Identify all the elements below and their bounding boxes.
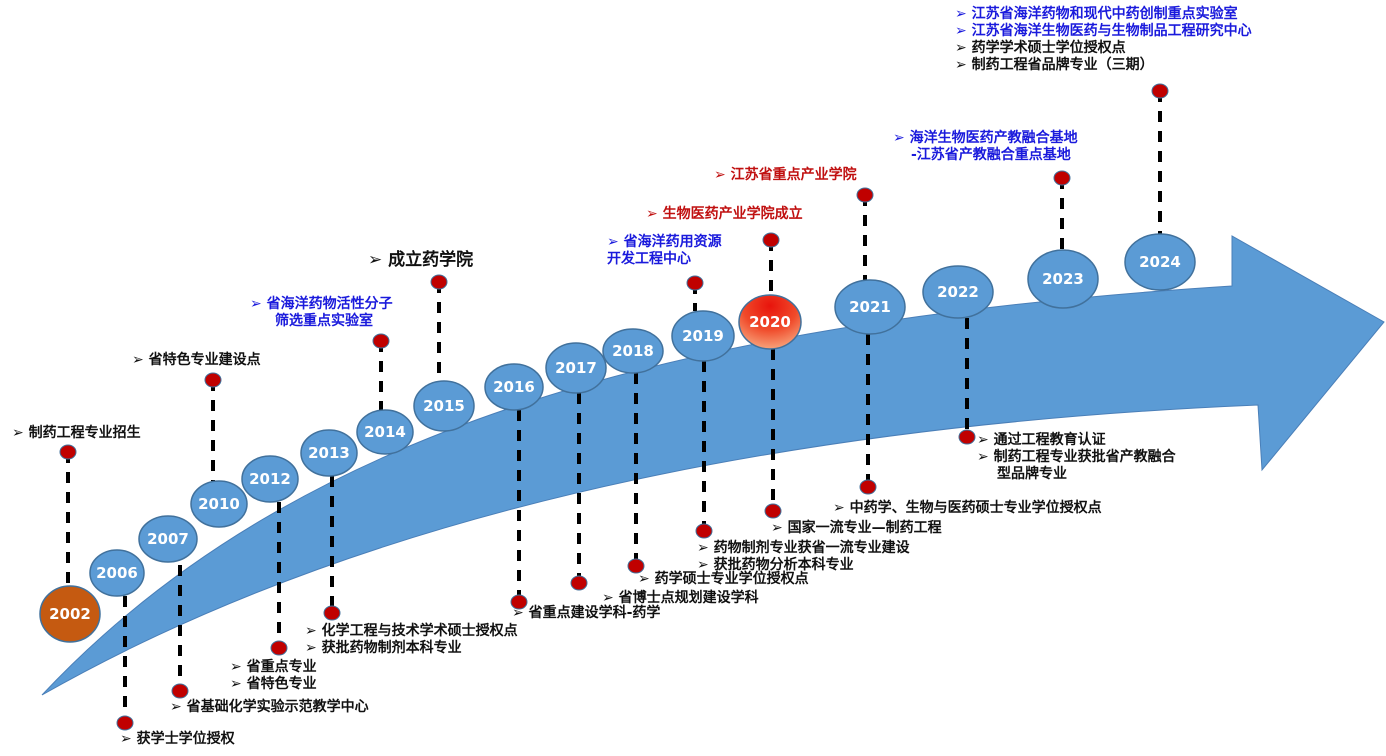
event-dot: [762, 232, 780, 248]
year-node-2021: 2021: [834, 279, 906, 335]
event-dot: [59, 444, 77, 460]
year-circle: [413, 380, 475, 432]
year-label: 2002: [49, 605, 91, 623]
year-circle: [241, 455, 299, 503]
event-dots: [59, 83, 1169, 731]
event-2016: ➢ 省重点建设学科-药学: [512, 605, 661, 621]
event-dot: [695, 523, 713, 539]
year-circle: [602, 328, 664, 374]
event-dot: [372, 333, 390, 349]
year-node-2023: 2023: [1027, 249, 1099, 309]
year-node-2024: 2024: [1124, 233, 1196, 291]
event-2013: ➢ 化学工程与技术学术硕士授权点 ➢ 获批药物制剂本科专业: [305, 623, 518, 656]
year-node-2010: 2010: [190, 480, 248, 528]
year-label: 2015: [423, 397, 465, 415]
year-label: 2022: [937, 283, 979, 301]
event-2015: ➢ 成立药学院: [368, 250, 474, 270]
year-circle: [834, 279, 906, 335]
year-circle: [300, 429, 358, 477]
event-2019-below: ➢ 药物制剂专业获省一流专业建设 ➢ 获批药物分析本科专业: [697, 540, 910, 573]
year-label: 2014: [364, 423, 406, 441]
year-node-2006: 2006: [89, 549, 145, 597]
year-node-2016: 2016: [484, 363, 544, 411]
year-label: 2016: [493, 378, 535, 396]
event-2022: ➢ 通过工程教育认证 ➢ 制药工程专业获批省产教融合 型品牌专业: [977, 432, 1176, 482]
year-circle: [1027, 249, 1099, 309]
event-2018: ➢ 药学硕士专业学位授权点: [638, 571, 809, 587]
year-node-2007: 2007: [138, 515, 198, 563]
year-node-2002: 2002: [39, 585, 101, 643]
year-circle: [190, 480, 248, 528]
year-label: 2010: [198, 495, 240, 513]
event-2021-above: ➢ 江苏省重点产业学院: [714, 167, 857, 183]
event-dot: [859, 479, 877, 495]
event-2020-below: ➢ 国家一流专业—制药工程: [771, 520, 942, 536]
year-circle: [738, 294, 802, 350]
event-2006: ➢ 获学士学位授权: [120, 731, 235, 747]
year-circle: [1124, 233, 1196, 291]
event-dot: [686, 275, 704, 291]
event-dot: [270, 640, 288, 656]
year-node-2017: 2017: [545, 342, 607, 394]
year-label: 2024: [1139, 253, 1181, 271]
event-dot: [171, 683, 189, 699]
event-dot: [1053, 170, 1071, 186]
year-node-2022: 2022: [922, 265, 994, 319]
event-dot: [1151, 83, 1169, 99]
year-circle: [138, 515, 198, 563]
year-label: 2018: [612, 342, 654, 360]
year-circle: [356, 409, 414, 455]
event-2017: ➢ 省博士点规划建设学科: [602, 590, 759, 606]
connector-lines: [66, 91, 1162, 723]
year-circle: [484, 363, 544, 411]
event-dot: [323, 605, 341, 621]
year-node-2012: 2012: [241, 455, 299, 503]
year-node-2013: 2013: [300, 429, 358, 477]
year-label: 2007: [147, 530, 189, 548]
event-dot: [958, 429, 976, 445]
event-2012: ➢ 省重点专业 ➢ 省特色专业: [230, 659, 317, 692]
year-label: 2012: [249, 470, 291, 488]
year-circle: [89, 549, 145, 597]
year-label: 2017: [555, 359, 597, 377]
event-dot: [430, 274, 448, 290]
event-2002: ➢ 制药工程专业招生: [12, 425, 141, 441]
year-circle: [545, 342, 607, 394]
year-circle: [671, 310, 735, 362]
event-2023: ➢ 海洋生物医药产教融合基地 -江苏省产教融合重点基地: [893, 130, 1078, 163]
year-node-2020: 2020: [738, 294, 802, 350]
year-label: 2006: [96, 564, 138, 582]
event-2014: ➢ 省海洋药物活性分子 筛选重点实验室: [250, 296, 393, 329]
event-2010: ➢ 省特色专业建设点: [132, 352, 261, 368]
year-label: 2019: [682, 327, 724, 345]
year-label: 2020: [749, 313, 791, 331]
event-dot: [627, 558, 645, 574]
year-label: 2013: [308, 444, 350, 462]
event-dot: [204, 372, 222, 388]
event-2019-above: ➢ 省海洋药用资源 开发工程中心: [607, 234, 722, 267]
event-dot: [856, 187, 874, 203]
event-2007: ➢ 省基础化学实验示范教学中心: [170, 699, 369, 715]
event-2020-above: ➢ 生物医药产业学院成立: [646, 206, 803, 222]
year-circle: [39, 585, 101, 643]
year-circle: [922, 265, 994, 319]
event-2021-below: ➢ 中药学、生物与医药硕士专业学位授权点: [833, 500, 1102, 516]
year-label: 2021: [849, 298, 891, 316]
event-dot: [570, 575, 588, 591]
event-dot: [764, 503, 782, 519]
year-node-2019: 2019: [671, 310, 735, 362]
year-node-2018: 2018: [602, 328, 664, 374]
event-dot: [510, 594, 528, 610]
year-node-2015: 2015: [413, 380, 475, 432]
growth-arrow: [41, 235, 1385, 696]
year-node-2014: 2014: [356, 409, 414, 455]
year-circles: 2002 2006 2007 2010 2012 2013 2014 2015 2016 2017…: [39, 233, 1196, 643]
event-2024: ➢ 江苏省海洋药物和现代中药创制重点实验室 ➢ 江苏省海洋生物医药与生物制品工程…: [955, 6, 1252, 73]
event-dot: [116, 715, 134, 731]
year-label: 2023: [1042, 270, 1084, 288]
